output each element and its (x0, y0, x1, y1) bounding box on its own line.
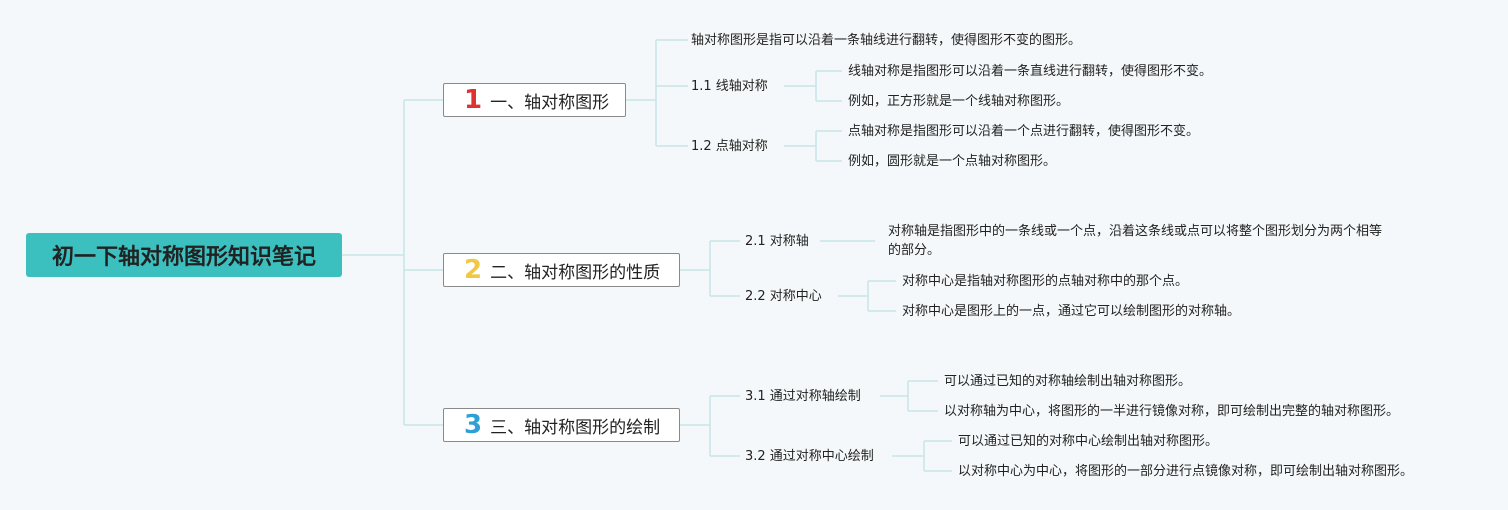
sub-3-1-item-2[interactable]: 以对称轴为中心，将图形的一半进行镜像对称，即可绘制出完整的轴对称图形。 (944, 404, 1400, 419)
sub-2-2-item-1[interactable]: 对称中心是指轴对称图形的点轴对称中的那个点。 (902, 274, 1189, 289)
sub-1-1-label[interactable]: 1.1 线轴对称 (691, 79, 768, 94)
branch-1[interactable]: 1 一、轴对称图形 (443, 83, 626, 117)
sub-1-2-item-1[interactable]: 点轴对称是指图形可以沿着一个点进行翻转，使得图形不变。 (848, 124, 1200, 139)
sub-2-2-label[interactable]: 2.2 对称中心 (745, 289, 822, 304)
sub-1-1-item-2[interactable]: 例如，正方形就是一个线轴对称图形。 (848, 94, 1070, 109)
branch-2-title: 二、轴对称图形的性质 (490, 262, 661, 283)
number-1-icon: 1 (464, 85, 483, 115)
sub-2-1-label[interactable]: 2.1 对称轴 (745, 234, 809, 249)
sub-1-2-label[interactable]: 1.2 点轴对称 (691, 139, 768, 154)
sub-3-2-item-1[interactable]: 可以通过已知的对称中心绘制出轴对称图形。 (958, 434, 1219, 449)
number-2-icon: 2 (464, 255, 483, 285)
branch-2[interactable]: 2 二、轴对称图形的性质 (443, 253, 680, 287)
sub-3-2-label[interactable]: 3.2 通过对称中心绘制 (745, 449, 874, 464)
branch-1-intro[interactable]: 轴对称图形是指可以沿着一条轴线进行翻转，使得图形不变的图形。 (691, 33, 1082, 48)
sub-3-2-item-2[interactable]: 以对称中心为中心，将图形的一部分进行点镜像对称，即可绘制出轴对称图形。 (958, 464, 1414, 479)
branch-1-title: 一、轴对称图形 (490, 92, 610, 113)
sub-3-1-label[interactable]: 3.1 通过对称轴绘制 (745, 389, 861, 404)
sub-3-1-item-1[interactable]: 可以通过已知的对称轴绘制出轴对称图形。 (944, 374, 1192, 389)
sub-2-1-item-1[interactable]: 对称轴是指图形中的一条线或一个点，沿着这条线或点可以将整个图形划分为两个相等的部… (888, 224, 1383, 258)
number-3-icon: 3 (464, 410, 483, 440)
sub-1-1-item-1[interactable]: 线轴对称是指图形可以沿着一条直线进行翻转，使得图形不变。 (848, 64, 1213, 79)
sub-2-2-item-2[interactable]: 对称中心是图形上的一点，通过它可以绘制图形的对称轴。 (902, 304, 1241, 319)
root-topic[interactable]: 初一下轴对称图形知识笔记 (26, 233, 342, 277)
sub-1-2-item-2[interactable]: 例如，圆形就是一个点轴对称图形。 (848, 154, 1057, 169)
branch-3-title: 三、轴对称图形的绘制 (490, 417, 661, 438)
branch-3[interactable]: 3 三、轴对称图形的绘制 (443, 408, 680, 442)
